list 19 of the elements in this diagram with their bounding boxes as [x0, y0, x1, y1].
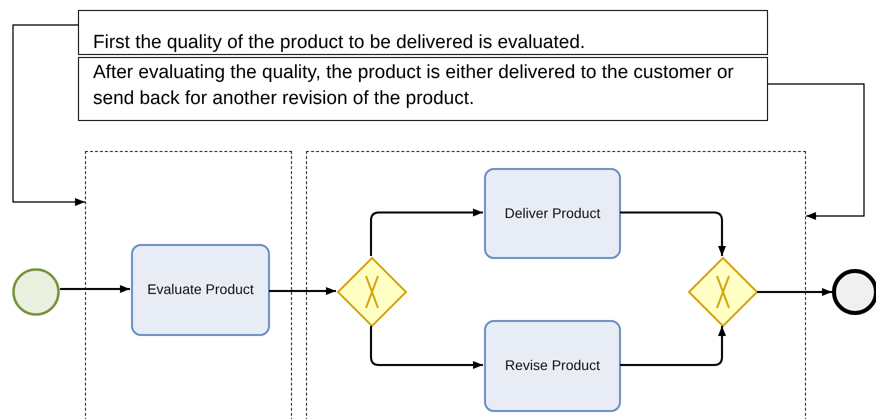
exclusive-gateway-diamond — [688, 257, 758, 327]
sequence-flow-arrow — [60, 285, 130, 293]
annotation-box: First the quality of the product to be delivered is evaluated. — [78, 10, 768, 55]
sequence-flow-arrow — [620, 212, 726, 256]
start-event-circle — [12, 268, 60, 316]
dashed-group-box — [85, 151, 292, 419]
sequence-flow-arrow — [757, 288, 832, 296]
annotation-connector — [12, 24, 85, 206]
sequence-flow-arrow — [370, 208, 483, 256]
sequence-flow-arrow — [370, 326, 483, 369]
sequence-flow-arrow — [620, 326, 726, 366]
dashed-group-box — [306, 151, 806, 419]
task-box: Revise Product — [484, 320, 621, 412]
task-box: Evaluate Product — [131, 244, 270, 336]
exclusive-gateway-diamond — [337, 257, 407, 327]
sequence-flow-arrow — [269, 287, 336, 295]
task-box: Deliver Product — [484, 168, 621, 259]
annotation-connector — [768, 83, 865, 220]
annotation-box: After evaluating the quality, the product is either delivered to the customer or send back for another revision of the product. — [78, 57, 768, 121]
